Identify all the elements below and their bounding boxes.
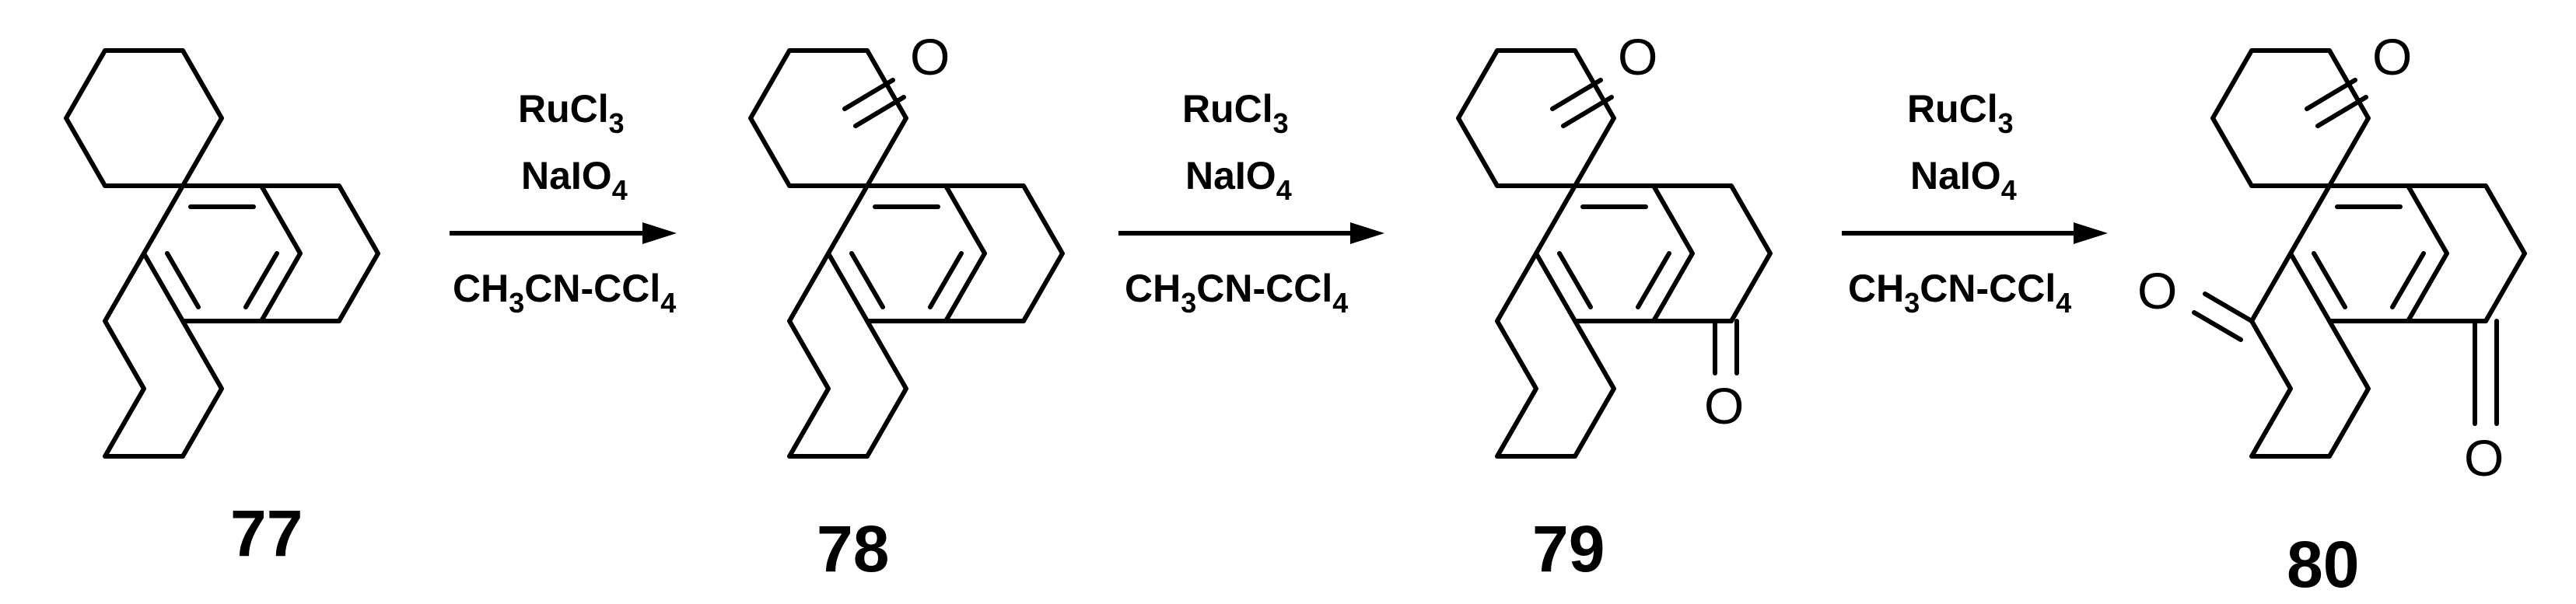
reagent-naio4-step2: NaIO4 xyxy=(1185,154,1292,206)
reaction-arrow-3 xyxy=(1842,222,2108,244)
compound-77-structure xyxy=(64,48,380,459)
reagent-naio4-step3: NaIO4 xyxy=(1910,154,2017,206)
compound-80-structure xyxy=(2210,48,2527,459)
reaction-arrow-2 xyxy=(1118,222,1384,244)
carbonyl-80-left: O xyxy=(2137,262,2254,342)
solvent-step3: CH3CN-CCl4 xyxy=(1848,267,2071,319)
compound-label-77: 77 xyxy=(230,497,303,570)
carbonyl-79-top: O xyxy=(1550,28,1657,128)
compound-79-structure xyxy=(1456,48,1773,459)
oxygen-atom: O xyxy=(2464,429,2504,487)
oxygen-atom: O xyxy=(2137,262,2177,319)
carbonyl-78-top: O xyxy=(842,28,950,128)
solvent-step1: CH3CN-CCl4 xyxy=(453,267,676,319)
oxygen-atom: O xyxy=(2372,28,2412,86)
carbonyl-79-right: O xyxy=(1704,319,1744,435)
carbonyl-80-top: O xyxy=(2305,28,2412,128)
reagent-rucl3-step3: RuCl3 xyxy=(1907,87,2014,139)
compound-label-80: 80 xyxy=(2287,528,2359,601)
carbonyl-80-right: O xyxy=(2464,319,2504,487)
reagent-naio4-step1: NaIO4 xyxy=(521,154,628,206)
oxygen-atom: O xyxy=(1704,377,1744,435)
reaction-arrow-1 xyxy=(450,222,677,244)
compound-label-79: 79 xyxy=(1532,512,1605,585)
compound-label-78: 78 xyxy=(817,512,889,585)
oxygen-atom: O xyxy=(1618,28,1657,86)
reagent-rucl3-step2: RuCl3 xyxy=(1182,87,1289,139)
reagent-rucl3-step1: RuCl3 xyxy=(518,87,625,139)
oxygen-atom: O xyxy=(910,28,950,86)
solvent-step2: CH3CN-CCl4 xyxy=(1125,267,1348,319)
compound-78-structure xyxy=(748,48,1065,459)
